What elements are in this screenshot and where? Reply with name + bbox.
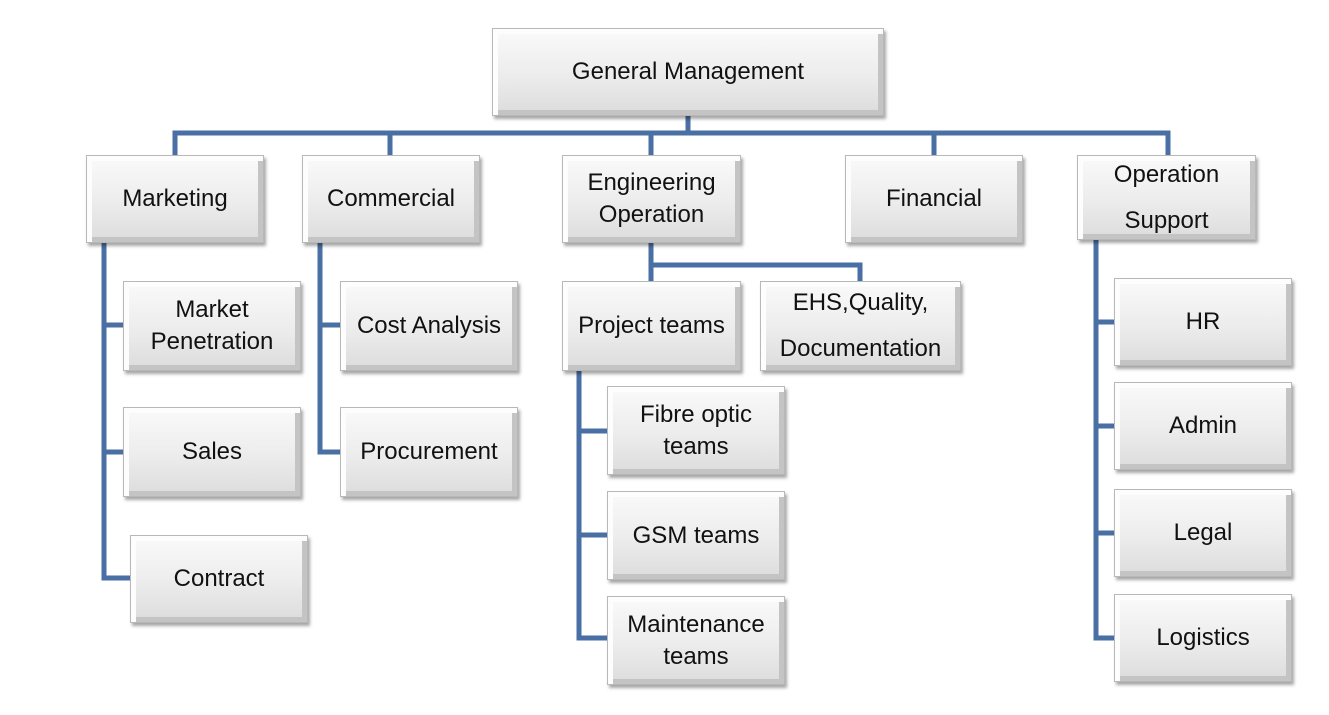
node-label: Legal: [1173, 519, 1233, 546]
node-maintenance-teams: Maintenance teams: [607, 596, 785, 685]
node-label: Engineering Operation: [587, 169, 716, 228]
node-label: Project teams: [578, 312, 725, 339]
node-label: Admin: [1168, 412, 1238, 439]
node-market-penetration: Market Penetration: [123, 281, 301, 371]
node-label: Fibre optic teams: [639, 400, 753, 460]
node-financial: Financial: [845, 155, 1023, 243]
node-legal: Legal: [1114, 489, 1292, 577]
node-hr: HR: [1114, 278, 1292, 366]
node-project-teams: Project teams: [562, 281, 741, 371]
node-gsm-teams: GSM teams: [607, 491, 785, 580]
node-label: EHS,Quality, Documentation: [779, 289, 942, 362]
node-label: Operation Support: [1113, 160, 1220, 234]
node-label: General Management: [571, 58, 805, 85]
node-sales: Sales: [123, 407, 301, 497]
node-cost-analysis: Cost Analysis: [340, 281, 518, 371]
node-logistics: Logistics: [1114, 594, 1292, 682]
node-contract: Contract: [130, 535, 308, 623]
node-marketing: Marketing: [86, 155, 264, 243]
node-label: Logistics: [1156, 624, 1250, 651]
node-general-management: General Management: [492, 28, 884, 116]
node-label: Marketing: [122, 185, 228, 212]
node-ehs-quality-documentation: EHS,Quality, Documentation: [760, 281, 961, 371]
node-engineering-operation: Engineering Operation: [562, 155, 741, 243]
node-fibre-optic-teams: Fibre optic teams: [607, 386, 785, 475]
node-label: Market Penetration: [150, 296, 274, 355]
node-operation-support: Operation Support: [1077, 155, 1256, 240]
node-label: Contract: [173, 565, 265, 592]
node-procurement: Procurement: [340, 407, 518, 497]
node-label: GSM teams: [632, 521, 760, 549]
node-label: HR: [1185, 308, 1221, 335]
node-label: Financial: [885, 185, 983, 212]
node-commercial: Commercial: [302, 155, 480, 243]
node-label: Maintenance teams: [627, 610, 765, 670]
node-label: Cost Analysis: [356, 312, 502, 339]
node-label: Commercial: [326, 185, 455, 212]
node-label: Procurement: [360, 438, 498, 465]
node-admin: Admin: [1114, 382, 1292, 470]
node-label: Sales: [181, 438, 243, 465]
